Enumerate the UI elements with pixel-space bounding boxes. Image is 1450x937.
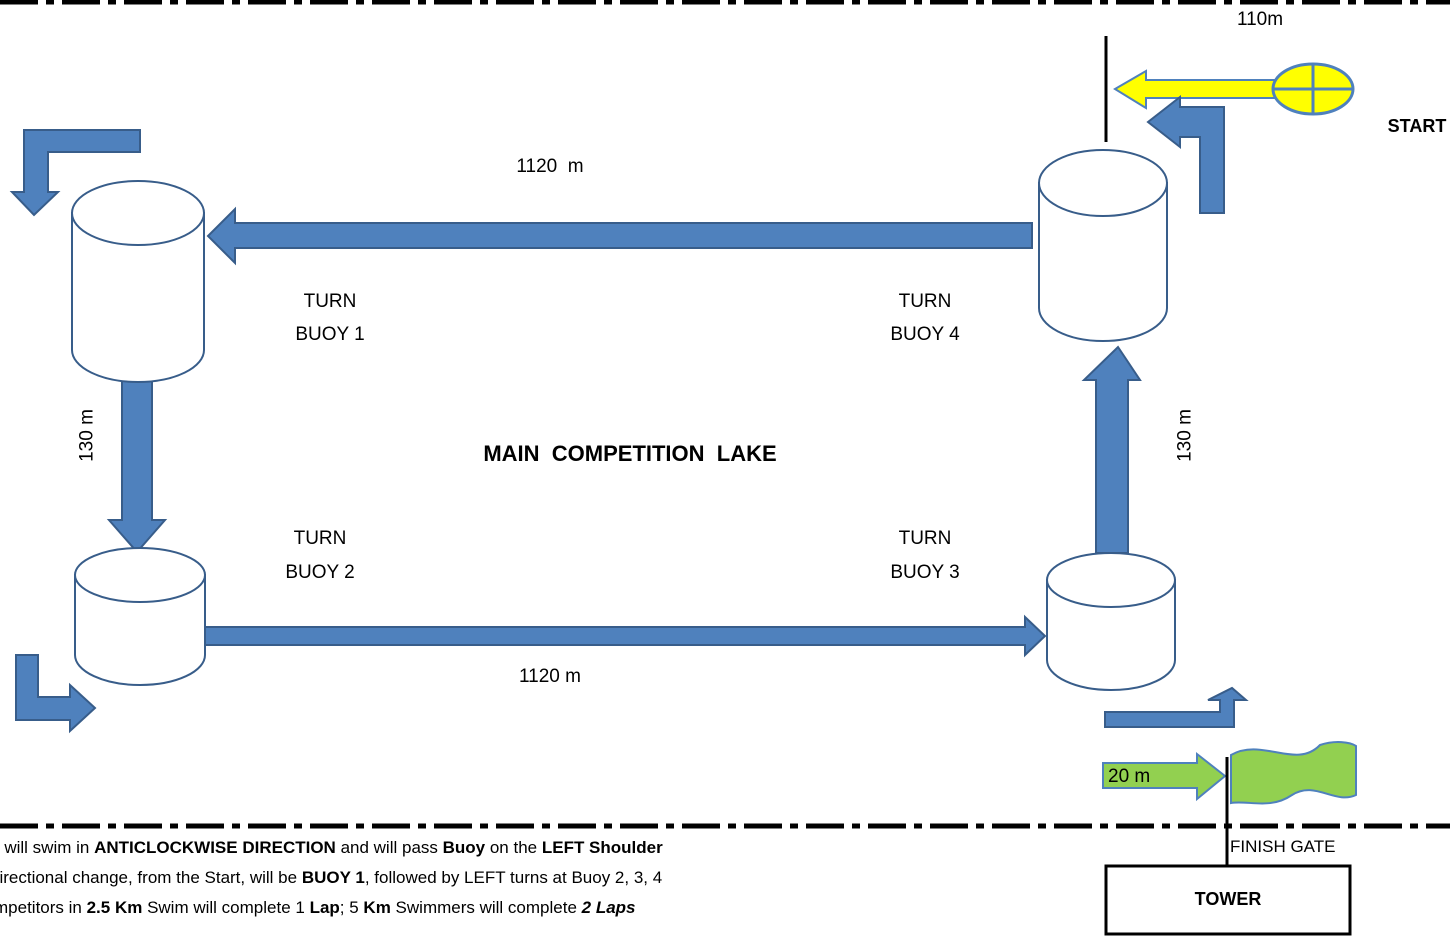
- buoy-4: [1038, 149, 1168, 342]
- tower-box: [1104, 864, 1352, 936]
- top-leg-distance: 1120 m: [516, 156, 584, 177]
- instruction-line-2: directional change, from the Start, will…: [0, 868, 663, 887]
- race-instructions: ors will swim in ANTICLOCKWISE DIRECTION…: [0, 833, 960, 923]
- buoy4-label-line2: BUOY 4: [890, 324, 960, 345]
- buoy-1: [71, 180, 205, 383]
- right-leg-distance: 130 m: [1174, 409, 1196, 462]
- start-arrow: [1113, 69, 1286, 110]
- buoy4-label-line1: TURN: [898, 291, 952, 312]
- bottom-leg-distance: 1120 m: [519, 666, 581, 687]
- arrow-left-leg: [106, 377, 168, 554]
- turn-arrow-buoy3: [1104, 686, 1249, 728]
- finish-gate-label: FINISH GATE: [1230, 837, 1336, 856]
- left-leg-distance: 130 m: [76, 409, 98, 462]
- buoy1-label-line2: BUOY 1: [295, 324, 365, 345]
- finish-distance-label: 20 m: [1108, 766, 1151, 787]
- arrow-right-leg: [1081, 345, 1142, 554]
- buoy2-label-line2: BUOY 2: [285, 562, 355, 583]
- lake-title: MAIN COMPETITION LAKE: [483, 441, 777, 466]
- turn-arrow-buoy1: [9, 129, 141, 217]
- buoy3-label-line2: BUOY 3: [890, 562, 960, 583]
- arrow-top-leg: [206, 206, 1033, 266]
- finish-flag-icon: [1230, 741, 1357, 805]
- start-label: START: [1387, 116, 1447, 136]
- arrow-bottom-leg: [204, 614, 1047, 658]
- buoy3-label-line1: TURN: [898, 528, 952, 549]
- turn-arrow-buoy2: [15, 654, 97, 734]
- instruction-line-1: ors will swim in ANTICLOCKWISE DIRECTION…: [0, 838, 663, 857]
- top-distance-label: 110m: [1236, 9, 1284, 30]
- buoy-2: [74, 547, 206, 686]
- start-marker-icon: [1271, 62, 1355, 116]
- buoy1-label-line1: TURN: [303, 291, 357, 312]
- finish-arrow: [1102, 751, 1227, 802]
- turn-arrow-buoy4: [1146, 94, 1225, 214]
- buoy-3: [1046, 552, 1176, 691]
- buoy2-label-line1: TURN: [293, 528, 347, 549]
- tower-label: TOWER: [1194, 889, 1262, 909]
- instruction-line-3: mpetitors in 2.5 Km Swim will complete 1…: [0, 898, 636, 917]
